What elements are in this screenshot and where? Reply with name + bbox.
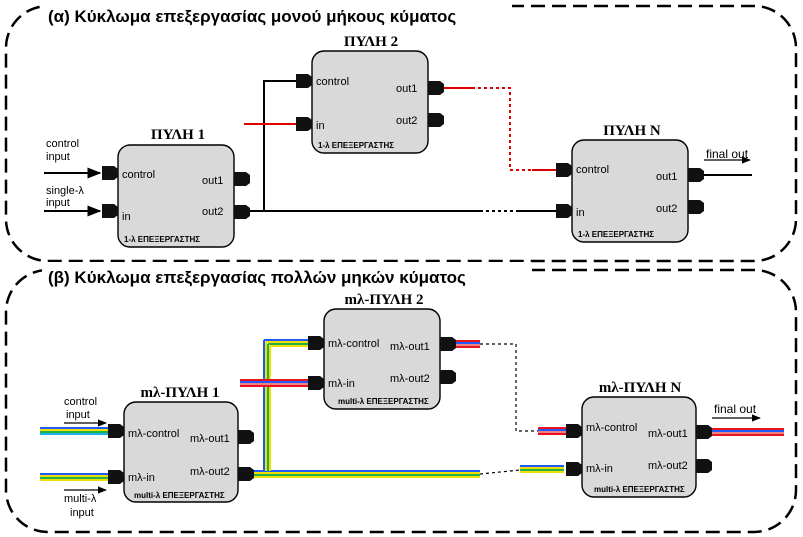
- port-in-control: [556, 163, 572, 177]
- gate-a1-footer: 1-λ ΕΠΕΞΕΡΓΑΣΤΗΣ: [124, 235, 200, 244]
- gate-a1: ΠΥΛΗ 1 control in out1 out2 1-λ ΕΠΕΞΕΡΓΑ…: [102, 127, 250, 248]
- label-input-b-1: multi-λ: [64, 493, 97, 505]
- port-in-data: [296, 117, 312, 131]
- gate-a1-out2: out2: [202, 206, 223, 218]
- section-a-panel: [4, 0, 798, 263]
- gate-b1-in: mλ-in: [128, 472, 155, 484]
- gate-a2: ΠΥΛΗ 2 control in out1 out2 1-λ ΕΠΕΞΕΡΓΑ…: [296, 34, 444, 154]
- gate-an-control: control: [576, 164, 609, 176]
- label-input-a-2: input: [46, 197, 70, 209]
- gate-b1-footer: multi-λ ΕΠΕΞΕΡΓΑΣΤΗΣ: [134, 491, 225, 500]
- port-in-control: [102, 166, 118, 180]
- label-control-a-2: input: [46, 151, 70, 163]
- section-b-title: (β) Κύκλωμα επεξεργασίας πολλών μηκών κύ…: [48, 268, 466, 287]
- port-in-data: [566, 462, 582, 476]
- gate-a1-out1: out1: [202, 175, 223, 187]
- port-in-control: [308, 336, 324, 350]
- gate-b1: mλ-ΠΥΛΗ 1 mλ-control mλ-in mλ-out1 mλ-ou…: [108, 385, 254, 503]
- gate-a1-title: ΠΥΛΗ 1: [151, 127, 205, 143]
- gate-b2: mλ-ΠΥΛΗ 2 mλ-control mλ-in mλ-out1 mλ-ou…: [308, 292, 456, 410]
- label-control-b-2: input: [66, 409, 90, 421]
- gate-a2-in: in: [316, 120, 325, 132]
- gate-bn-in: mλ-in: [586, 463, 613, 475]
- gate-an: ΠΥΛΗ Ν control in out1 out2 1-λ ΕΠΕΞΕΡΓΑ…: [556, 123, 704, 243]
- gate-b2-footer: multi-λ ΕΠΕΞΕΡΓΑΣΤΗΣ: [338, 397, 429, 406]
- gate-a2-out2: out2: [396, 115, 417, 127]
- port-out1: [440, 337, 456, 351]
- port-in-data: [308, 376, 324, 390]
- section-b-bundles: [40, 339, 784, 481]
- port-in-data: [108, 470, 124, 484]
- gate-an-footer: 1-λ ΕΠΕΞΕΡΓΑΣΤΗΣ: [578, 230, 654, 239]
- gate-a2-footer: 1-λ ΕΠΕΞΕΡΓΑΣΤΗΣ: [318, 141, 394, 150]
- gate-b1-title: mλ-ΠΥΛΗ 1: [140, 385, 219, 401]
- gate-b2-title: mλ-ΠΥΛΗ 2: [344, 292, 423, 308]
- gate-bn-out2: mλ-out2: [648, 460, 688, 472]
- gate-an-title: ΠΥΛΗ Ν: [603, 123, 661, 139]
- final-out-label-b: final out: [714, 402, 757, 416]
- gate-a2-out1: out1: [396, 83, 417, 95]
- port-out2: [238, 467, 254, 481]
- gate-b2-out2: mλ-out2: [390, 373, 430, 385]
- section-a-title: (α) Κύκλωμα επεξεργασίας μονού μήκους κύ…: [48, 7, 456, 26]
- gate-bn-out1: mλ-out1: [648, 428, 688, 440]
- gate-a1-in: in: [122, 211, 131, 223]
- gate-b1-out2: mλ-out2: [190, 466, 230, 478]
- gate-bn-control: mλ-control: [586, 422, 637, 434]
- gate-bn-title: mλ-ΠΥΛΗ Ν: [599, 380, 682, 396]
- port-out2: [440, 370, 456, 384]
- port-in-data: [102, 204, 118, 218]
- port-out2: [696, 459, 712, 473]
- port-in-control: [296, 74, 312, 88]
- label-input-a-1: single-λ: [46, 185, 84, 197]
- port-out1: [688, 168, 704, 182]
- gate-a1-control: control: [122, 169, 155, 181]
- gate-b2-out1: mλ-out1: [390, 341, 430, 353]
- port-in-data: [556, 204, 572, 218]
- gate-b2-in: mλ-in: [328, 378, 355, 390]
- label-input-b-2: input: [70, 507, 94, 519]
- port-out1: [238, 430, 254, 444]
- port-out2: [428, 113, 444, 127]
- port-out1: [234, 172, 250, 186]
- section-a-wires: [44, 80, 752, 217]
- port-out1: [696, 425, 712, 439]
- gate-b1-control: mλ-control: [128, 428, 179, 440]
- gate-bn: mλ-ΠΥΛΗ Ν mλ-control mλ-in mλ-out1 mλ-ou…: [566, 380, 712, 498]
- label-control-a-1: control: [46, 138, 79, 150]
- gate-b1-out1: mλ-out1: [190, 433, 230, 445]
- section-b-dashed-links: [479, 343, 538, 475]
- label-control-b-1: control: [64, 396, 97, 408]
- gate-a2-title: ΠΥΛΗ 2: [344, 34, 398, 50]
- gate-b2-control: mλ-control: [328, 338, 379, 350]
- port-out2: [234, 205, 250, 219]
- gate-an-in: in: [576, 207, 585, 219]
- gate-an-out1: out1: [656, 171, 677, 183]
- port-in-control: [108, 424, 124, 438]
- gate-a2-control: control: [316, 76, 349, 88]
- port-in-control: [566, 424, 582, 438]
- port-out1: [428, 81, 444, 95]
- final-out-label-a: final out: [706, 147, 749, 161]
- section-b-arrows: [64, 414, 761, 494]
- section-b-panel: [4, 262, 798, 534]
- gate-bn-footer: multi-λ ΕΠΕΞΕΡΓΑΣΤΗΣ: [594, 485, 685, 494]
- gate-an-out2: out2: [656, 203, 677, 215]
- port-out2: [688, 200, 704, 214]
